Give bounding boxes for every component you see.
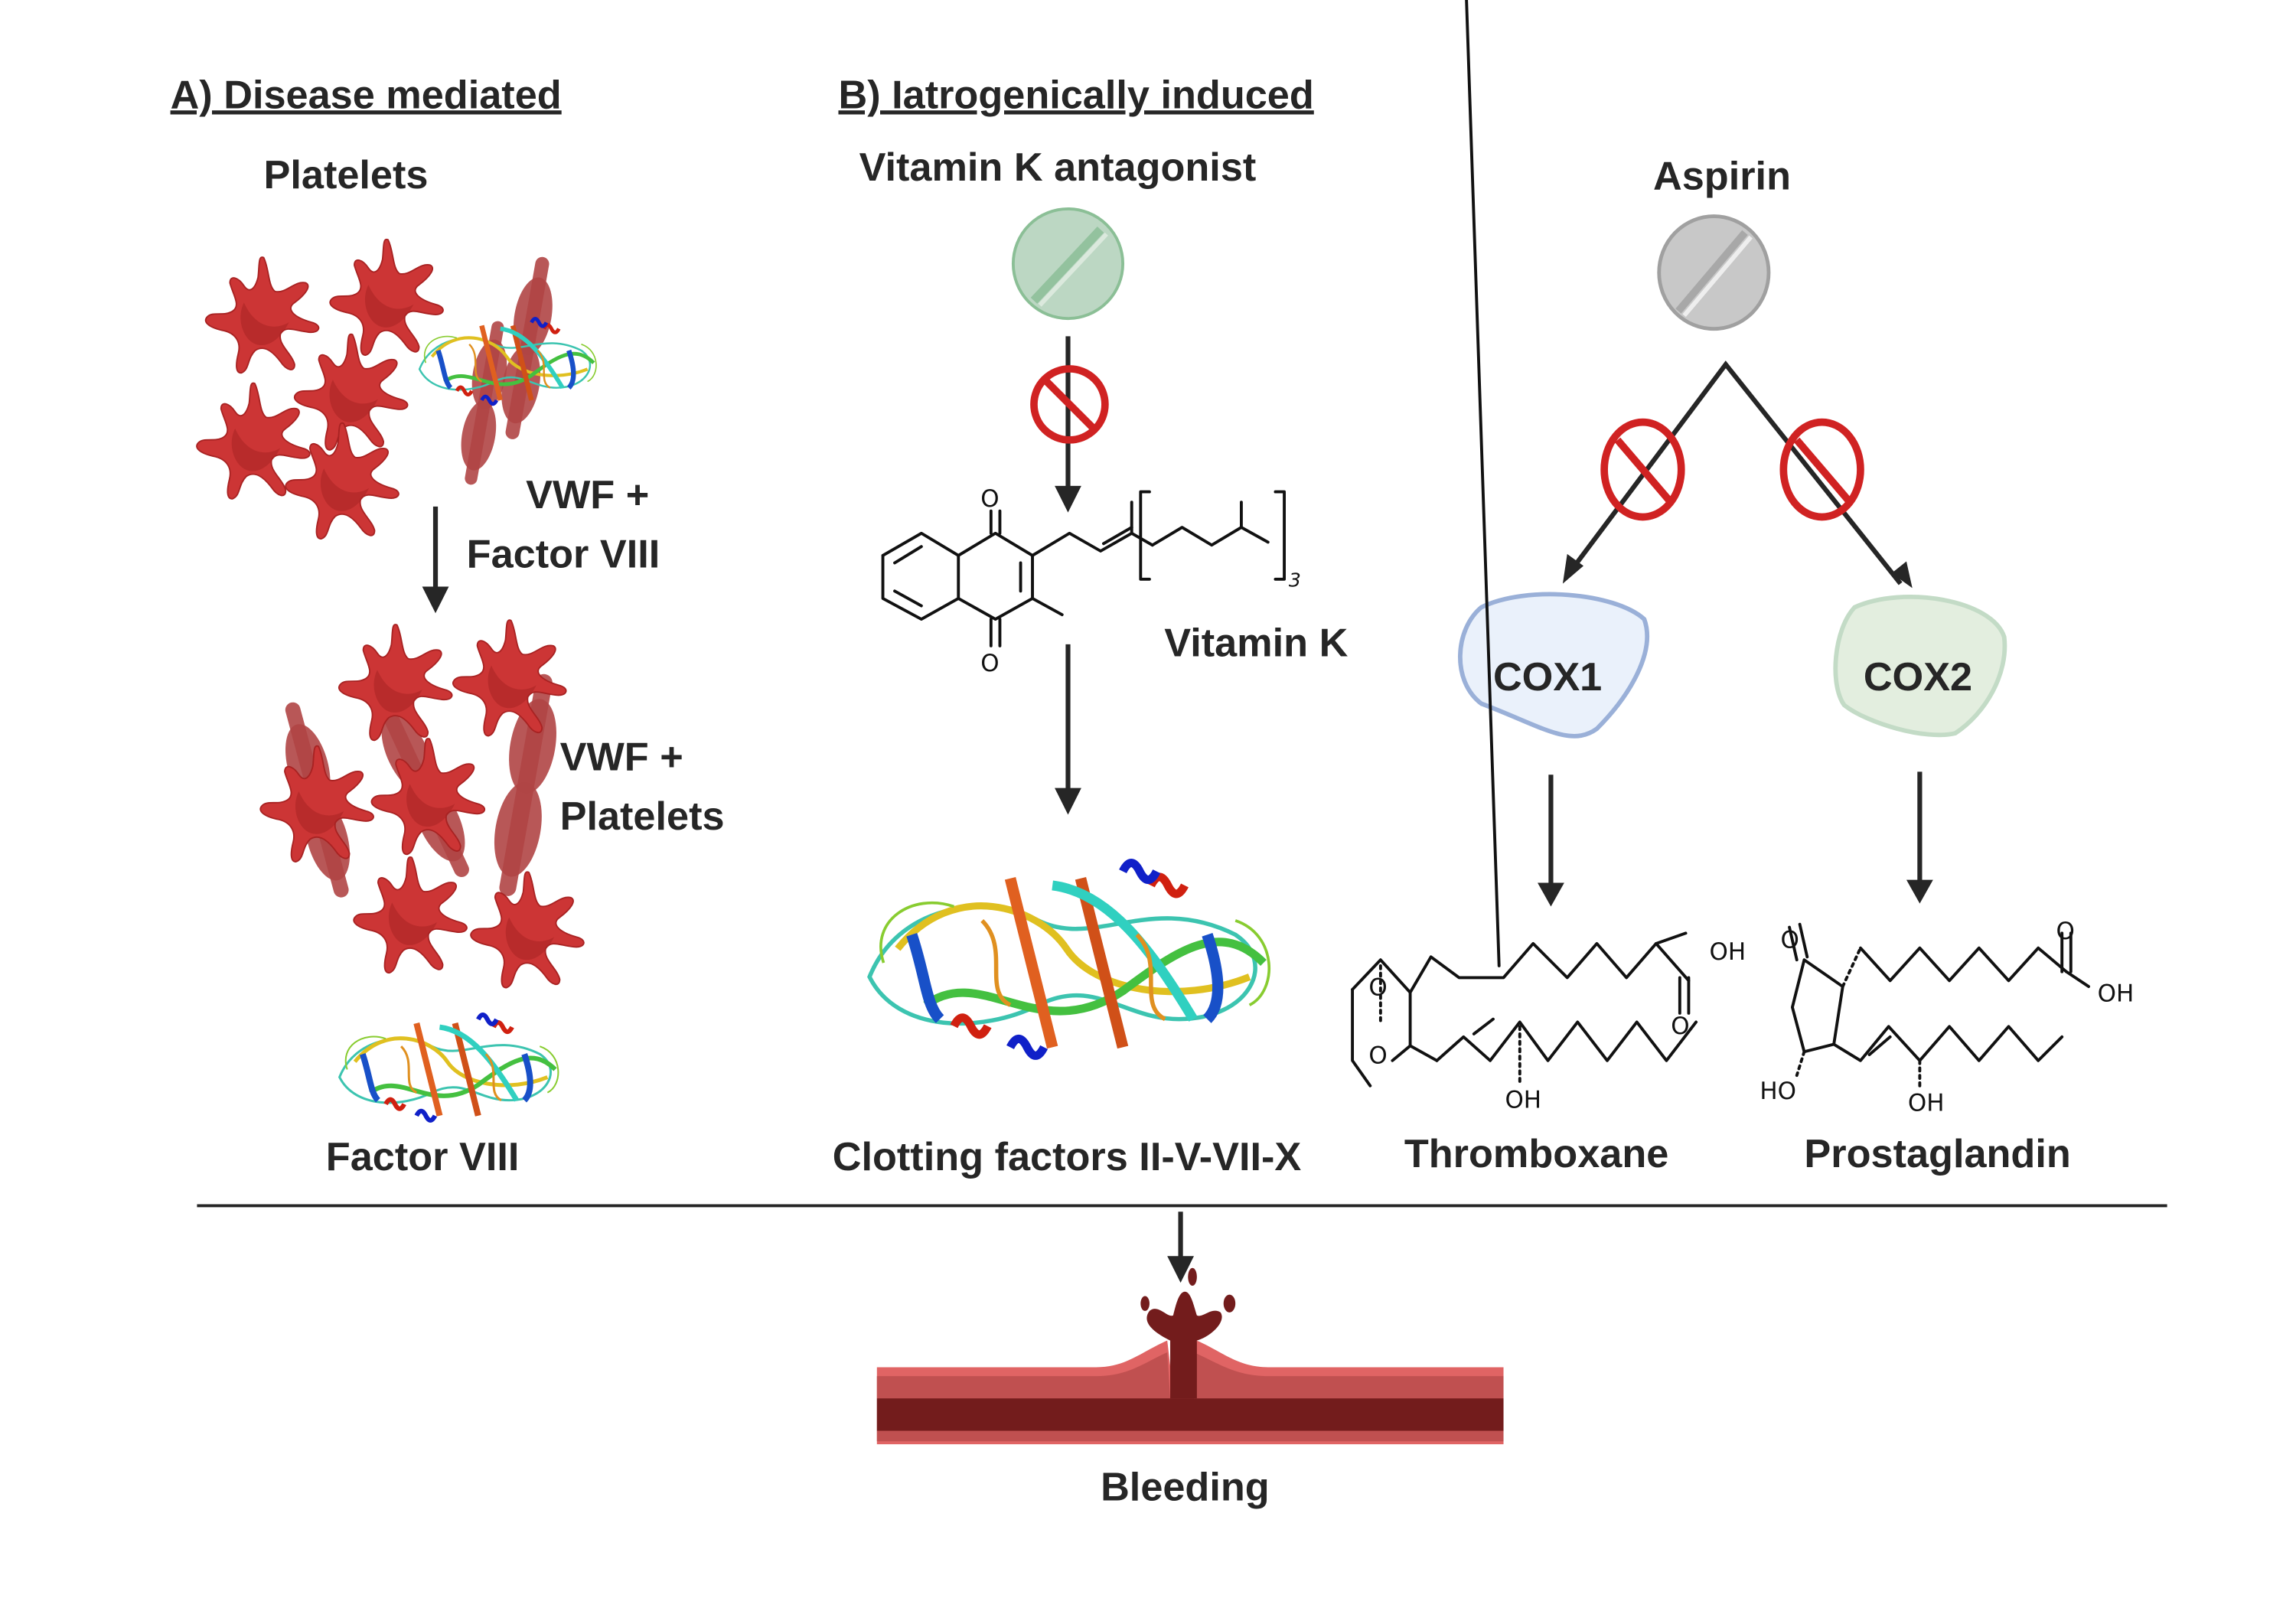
- atom-label: O: [1368, 1042, 1387, 1070]
- section-a-heading: A) Disease mediated: [171, 73, 562, 117]
- platelet-icon: [293, 333, 409, 451]
- vwf-factor-viii-label-line1: VWF +: [526, 473, 649, 517]
- factor-viii-protein-icon: [332, 1015, 563, 1123]
- clotting-factors-label: Clotting factors II-V-VII-X: [833, 1135, 1302, 1179]
- arrow-down-icon: [1538, 775, 1564, 907]
- arrow-head-left: [1562, 553, 1584, 584]
- platelet-icon: [204, 256, 320, 374]
- atom-label: OH: [1505, 1087, 1541, 1114]
- atom-label: O: [1368, 974, 1387, 1002]
- atom-label: O: [1780, 927, 1799, 954]
- vwf-platelet-aggregate: [259, 619, 585, 989]
- vwf-platelets-label-line1: VWF +: [560, 735, 683, 779]
- clotting-factors-protein-icon: [856, 863, 1278, 1061]
- platelet-icon: [353, 856, 468, 974]
- section-b-heading: B) Iatrogenically induced: [838, 73, 1313, 117]
- vka-pill-icon: [1011, 207, 1125, 321]
- inhibition-icon: [1779, 418, 1864, 521]
- atom-label: OH: [1710, 938, 1746, 966]
- prostaglandin-structure: O O OH HO OH: [1760, 918, 2134, 1117]
- cox1-label: COX1: [1493, 655, 1602, 700]
- vwf-factor-viii-complex: [413, 253, 600, 488]
- arrow-down-icon: [1055, 644, 1081, 815]
- cox2-label: COX2: [1864, 655, 1972, 700]
- vitamin-k-label: Vitamin K: [1164, 621, 1348, 665]
- aspirin-pill-icon: [1657, 214, 1771, 331]
- arrow-down-icon: [422, 506, 449, 614]
- vwf-platelets-label-line2: Platelets: [560, 794, 725, 839]
- arrow-down-icon: [1906, 771, 1933, 904]
- atom-label: O: [2056, 918, 2074, 945]
- platelets-label: Platelets: [264, 153, 429, 197]
- factor-viii-label: Factor VIII: [326, 1135, 520, 1179]
- thromboxane-structure: OH O O O OH: [1351, 0, 1746, 1114]
- atom-label: HO: [1760, 1078, 1796, 1105]
- arrow-down-icon: [1167, 1212, 1194, 1283]
- atom-label: O: [1671, 1013, 1689, 1040]
- atom-label: O: [980, 650, 999, 677]
- vwf-factor-viii-label-line2: Factor VIII: [467, 532, 660, 576]
- arrow-head-right: [1891, 561, 1913, 589]
- bleeding-vessel-icon: [876, 1267, 1504, 1445]
- aspirin-label: Aspirin: [1653, 155, 1791, 199]
- inhibition-icon: [1600, 418, 1685, 521]
- vitamin-k-structure: O O 3: [881, 485, 1301, 677]
- platelet-icon: [329, 238, 444, 357]
- cox2-blob-shape: [1833, 595, 2007, 738]
- arrow-down-icon: [1055, 336, 1081, 513]
- cox1-enzyme: COX1: [1458, 592, 1649, 739]
- platelet-icon: [470, 871, 585, 989]
- cox1-blob-shape: [1458, 592, 1649, 739]
- atom-label: OH: [1908, 1090, 1945, 1117]
- cox2-enzyme: COX2: [1833, 595, 2007, 738]
- atom-label: O: [980, 485, 999, 513]
- thromboxane-label: Thromboxane: [1404, 1132, 1668, 1176]
- inhibition-icon: [1030, 365, 1109, 444]
- bleeding-label: Bleeding: [1101, 1466, 1270, 1510]
- prostaglandin-label: Prostaglandin: [1804, 1132, 2070, 1176]
- atom-label: OH: [2098, 980, 2135, 1007]
- vka-label: Vitamin K antagonist: [859, 145, 1257, 190]
- platelets-cluster: [196, 238, 444, 540]
- repeat-subscript: 3: [1289, 569, 1301, 591]
